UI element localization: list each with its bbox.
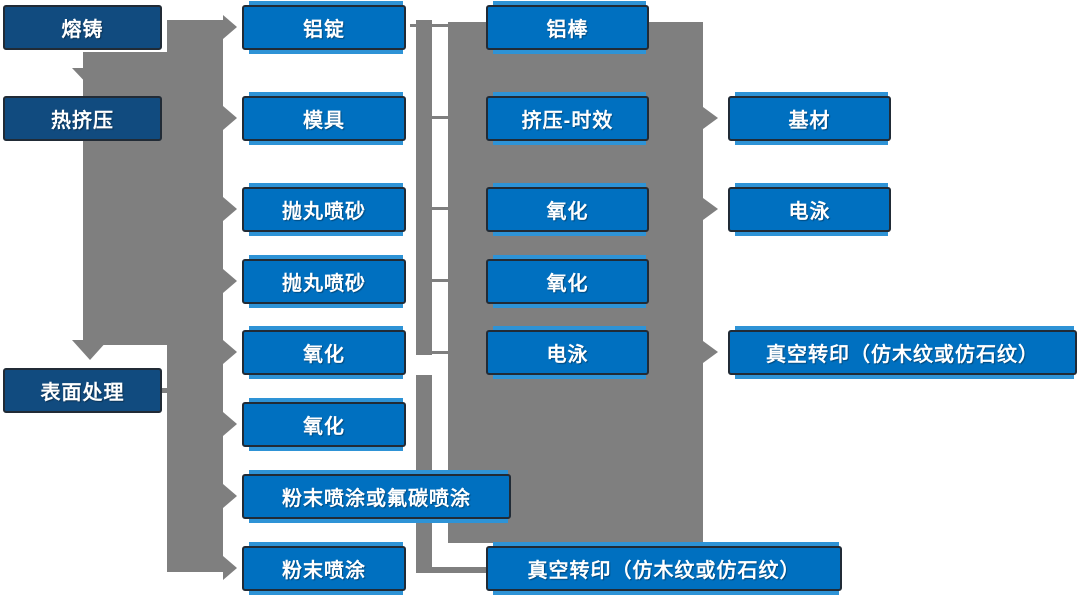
node-aluminum-rod: 铝棒 xyxy=(486,5,649,50)
node-extrusion-aging: 挤压-时效 xyxy=(486,96,649,141)
rail-stub-to-vacuum-print xyxy=(432,567,486,573)
rail-stub-row1 xyxy=(410,24,448,27)
node-label: 模具 xyxy=(303,110,345,132)
arrow-to-shot-blasting-1-icon xyxy=(223,197,237,221)
node-electrophoresis-right: 电泳 xyxy=(728,187,891,232)
stub-surface-treatment-to-collector xyxy=(160,388,172,393)
arrow-to-oxidation-2-icon xyxy=(223,412,237,436)
node-shot-blasting-1: 抛丸喷砂 xyxy=(242,187,406,232)
node-electrophoresis-mid: 电泳 xyxy=(486,330,649,375)
node-label: 氧化 xyxy=(546,273,589,295)
node-vacuum-transfer-print-right: 真空转印（仿木纹或仿石纹） xyxy=(728,330,1077,375)
node-oxidation-4: 氧化 xyxy=(486,259,649,304)
arrow-to-aluminum-ingot-icon xyxy=(223,15,237,39)
node-label: 氧化 xyxy=(546,201,589,223)
rail-stub-row3 xyxy=(432,207,448,210)
node-oxidation-3: 氧化 xyxy=(486,187,649,232)
node-powder-spraying: 粉末喷涂 xyxy=(242,546,406,591)
arrow-to-electrophoresis-icon xyxy=(703,198,718,220)
node-hot-extrusion: 热挤压 xyxy=(3,96,162,141)
node-label: 挤压-时效 xyxy=(521,110,614,132)
arrow-to-powder-spraying-icon xyxy=(223,556,237,580)
node-oxidation-2: 氧化 xyxy=(242,402,406,447)
arrow-down-to-hot-extrusion-icon xyxy=(72,68,108,87)
arrow-to-mold-icon xyxy=(223,106,237,130)
node-label: 真空转印（仿木纹或仿石纹） xyxy=(527,560,801,582)
node-label: 真空转印（仿木纹或仿石纹） xyxy=(766,344,1039,366)
node-surface-treatment: 表面处理 xyxy=(3,368,162,413)
node-label: 铝锭 xyxy=(303,19,345,41)
node-label: 粉末喷涂 xyxy=(282,560,366,582)
arrow-to-oxidation-1-icon xyxy=(223,340,237,364)
node-label: 氧化 xyxy=(303,416,345,438)
node-vacuum-transfer-print-bottom: 真空转印（仿木纹或仿石纹） xyxy=(486,546,842,591)
node-label: 电泳 xyxy=(546,344,589,366)
flow-bar-collector xyxy=(167,20,223,572)
node-label: 热挤压 xyxy=(51,110,114,132)
arrow-down-to-surface-treatment-icon xyxy=(72,340,108,360)
node-label: 铝棒 xyxy=(546,19,589,41)
node-base-material: 基材 xyxy=(728,96,891,141)
rail-stub-row2 xyxy=(432,116,448,119)
node-melting-casting: 熔铸 xyxy=(3,5,162,50)
node-label: 熔铸 xyxy=(61,19,104,41)
node-label: 抛丸喷砂 xyxy=(282,273,366,295)
node-label: 基材 xyxy=(788,110,831,132)
arrow-to-vacuum-print-right-icon xyxy=(703,341,718,363)
node-oxidation-1: 氧化 xyxy=(242,330,406,375)
node-powder-or-fluorocarbon-spraying: 粉末喷涂或氟碳喷涂 xyxy=(242,474,511,519)
arrow-to-powder-fluorocarbon-icon xyxy=(223,484,237,508)
rail-stub-row4 xyxy=(432,279,448,282)
node-aluminum-ingot: 铝锭 xyxy=(242,5,406,50)
node-label: 表面处理 xyxy=(40,382,125,404)
node-label: 电泳 xyxy=(788,201,831,223)
arrow-to-shot-blasting-2-icon xyxy=(223,269,237,293)
node-mold: 模具 xyxy=(242,96,406,141)
rail-stub-row5 xyxy=(432,351,448,354)
node-label: 抛丸喷砂 xyxy=(282,201,366,223)
flow-rail-upper xyxy=(416,20,432,355)
arrow-to-base-material-icon xyxy=(703,107,718,129)
node-label: 粉末喷涂或氟碳喷涂 xyxy=(282,488,471,510)
node-label: 氧化 xyxy=(303,344,345,366)
node-shot-blasting-2: 抛丸喷砂 xyxy=(242,259,406,304)
